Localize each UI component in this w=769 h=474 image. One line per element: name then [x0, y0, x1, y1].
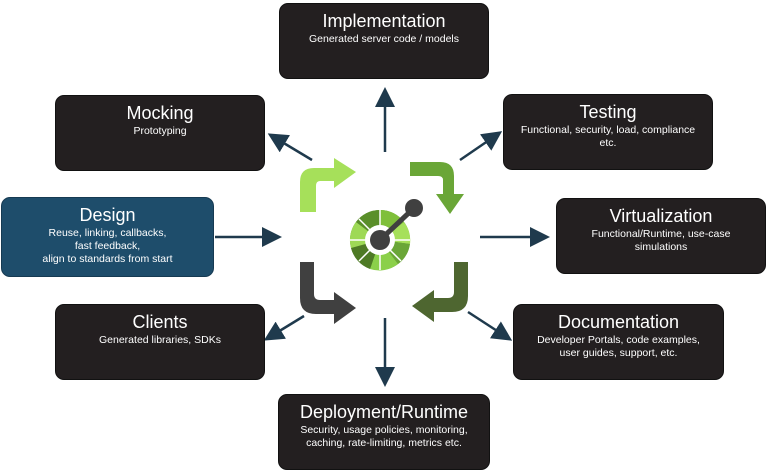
design-desc: Reuse, linking, callbacks, fast feedback…	[42, 227, 173, 265]
documentation-desc: Developer Portals, code examples, user g…	[537, 334, 700, 359]
testing-desc: Functional, security, load, compliance e…	[520, 124, 696, 149]
deployment-desc: Security, usage policies, monitoring, ca…	[300, 424, 468, 449]
connector-to-clients	[263, 314, 305, 341]
documentation-title: Documentation	[557, 312, 680, 332]
mocking-title: Mocking	[126, 103, 194, 123]
implementation-title: Implementation	[322, 11, 446, 31]
mocking-box: Mocking Prototyping	[55, 95, 265, 171]
virtualization-desc: Functional/Runtime, use-case simulations	[591, 228, 731, 253]
testing-box: Testing Functional, security, load, comp…	[503, 94, 713, 170]
cycle-arrow-light-green	[300, 158, 356, 212]
cycle-arrow-dark-gray	[300, 262, 356, 324]
cycle-arrow-green	[410, 162, 464, 214]
documentation-box: Documentation Developer Portals, code ex…	[513, 304, 724, 380]
design-box: Design Reuse, linking, callbacks, fast f…	[1, 197, 214, 277]
design-title: Design	[79, 205, 136, 225]
deployment-title: Deployment/Runtime	[299, 402, 469, 422]
implementation-desc: Generated server code / models	[309, 33, 459, 45]
clients-title: Clients	[132, 312, 188, 332]
connector-to-testing	[459, 131, 503, 162]
connector-to-mocking	[267, 133, 313, 162]
openapi-logo-icon	[349, 199, 423, 271]
cycle-arrow-olive	[412, 262, 468, 322]
mocking-desc: Prototyping	[133, 125, 187, 137]
virtualization-title: Virtualization	[609, 206, 713, 226]
implementation-box: Implementation Generated server code / m…	[279, 3, 489, 79]
clients-desc: Generated libraries, SDKs	[99, 334, 221, 346]
virtualization-box: Virtualization Functional/Runtime, use-c…	[556, 198, 766, 274]
clients-box: Clients Generated libraries, SDKs	[55, 304, 265, 380]
testing-title: Testing	[579, 102, 637, 122]
deployment-box: Deployment/Runtime Security, usage polic…	[278, 394, 490, 470]
connector-to-documentation	[467, 310, 513, 341]
